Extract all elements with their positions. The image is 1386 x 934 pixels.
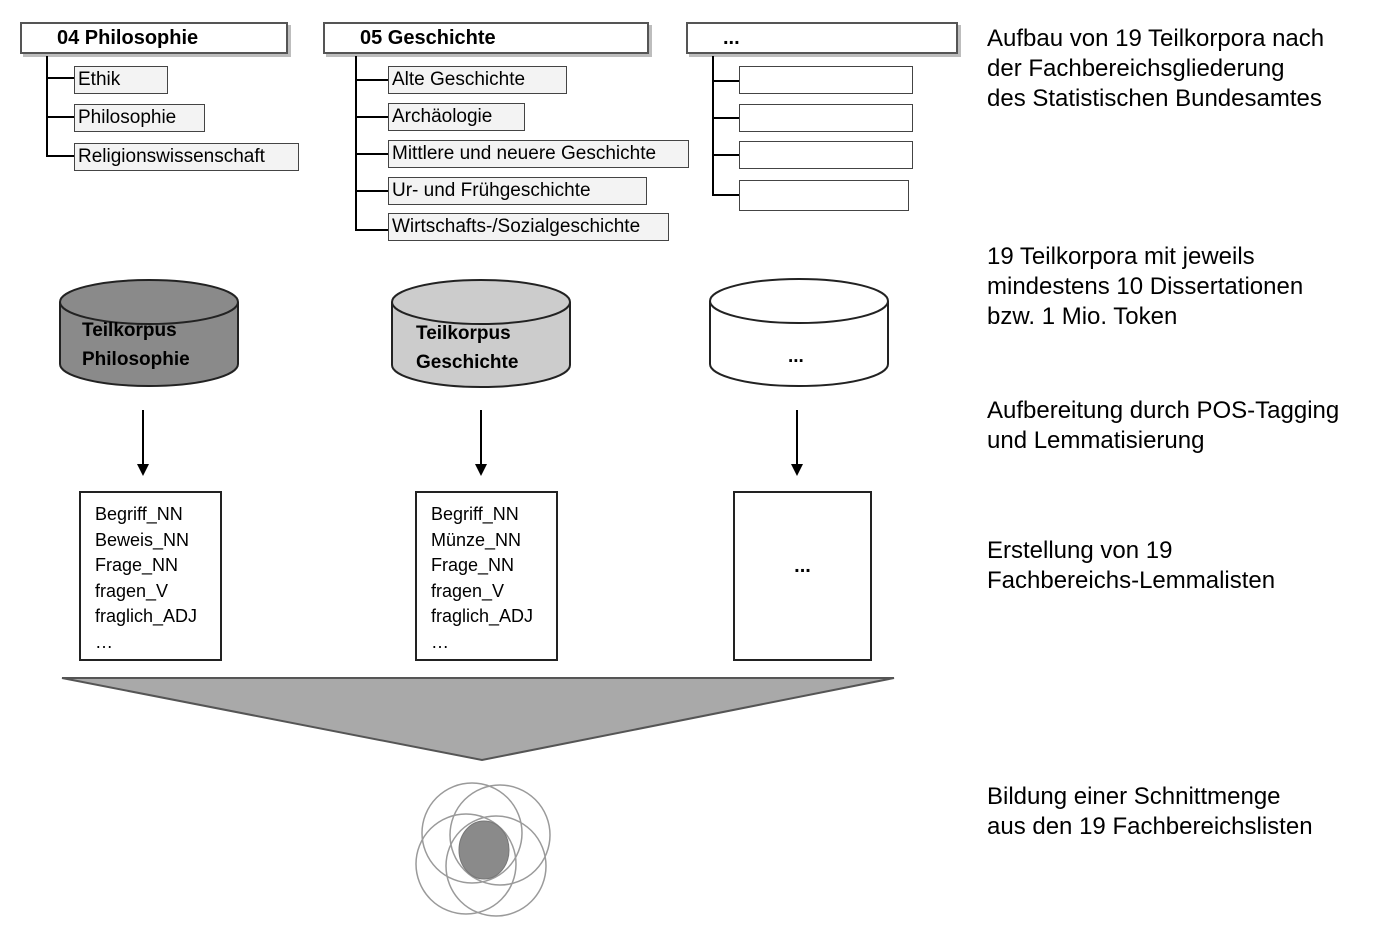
corpus-label: Teilkorpus Philosophie — [82, 320, 190, 370]
tree-branch — [355, 153, 389, 155]
tree-branch — [355, 116, 389, 118]
lemma-entry: Frage_NN — [431, 555, 515, 576]
subcategory-placeholder — [739, 104, 913, 132]
step-description-2: 19 Teilkorpora mit jeweils mindestens 10… — [987, 243, 1304, 330]
lemma-entry: Beweis_NN — [95, 529, 190, 550]
step-description-5: Bildung einer Schnittmenge aus den 19 Fa… — [987, 783, 1313, 840]
subcategory-item: Philosophie — [74, 104, 205, 132]
step-description-3: Aufbereitung durch POS-Tagging und Lemma… — [987, 397, 1340, 454]
venn-circle — [445, 815, 547, 917]
subcategory-placeholder — [739, 66, 913, 94]
lemma-list-more: ... — [733, 491, 872, 661]
lemma-entry: Frage_NN — [95, 555, 179, 576]
lemma-entry: fragen_V — [95, 580, 169, 601]
cylinder-top — [59, 279, 239, 325]
subcategory-item: Ethik — [74, 66, 168, 94]
cylinder-shape — [709, 278, 889, 387]
subcategory-placeholder — [739, 180, 909, 211]
down-arrow-icon — [475, 410, 487, 476]
tree-branch — [712, 154, 740, 156]
category-header-philosophie: 04 Philosophie — [20, 22, 288, 54]
cylinder-body — [709, 301, 889, 387]
corpus-label: ... — [788, 346, 804, 367]
venn-intersection — [458, 820, 510, 880]
tree-branch — [355, 190, 389, 192]
lemma-entry: fragen_V — [431, 580, 505, 601]
lemma-entry: fraglich_ADJ — [431, 606, 534, 627]
category-header-more: ... — [686, 22, 958, 54]
category-title: ... — [723, 27, 740, 49]
lemma-entry: … — [431, 631, 449, 652]
category-header-geschichte: 05 Geschichte — [323, 22, 649, 54]
tree-branch — [46, 155, 75, 157]
lemma-entry: fraglich_ADJ — [95, 606, 198, 627]
cylinder-shape — [59, 279, 239, 387]
subcategory-item: Wirtschafts-/Sozialgeschichte — [388, 213, 669, 241]
step-description-4: Erstellung von 19 Fachbereichs-Lemmalist… — [987, 537, 1276, 594]
tree-branch — [712, 80, 740, 82]
corpus-cylinder-philosophie: Teilkorpus Philosophie — [58, 278, 240, 390]
tree-branch — [46, 116, 75, 118]
lemma-placeholder: ... — [794, 555, 811, 577]
tree-trunk — [355, 56, 357, 231]
venn-circle — [415, 813, 517, 915]
lemma-entry: Begriff_NN — [95, 504, 183, 524]
step-description-1: Aufbau von 19 Teilkorpora nach der Fachb… — [987, 25, 1325, 112]
corpus-cylinder-more: ... — [708, 276, 890, 390]
subcategory-item: Ur- und Frühgeschichte — [388, 177, 647, 205]
subcategory-item: Religionswissenschaft — [74, 143, 299, 171]
subcategory-item: Alte Geschichte — [388, 66, 567, 94]
corpus-cylinder-geschichte: Teilkorpus Geschichte — [390, 277, 572, 391]
lemma-entry: Münze_NN — [431, 529, 522, 550]
funnel-triangle — [61, 677, 895, 762]
subcategory-item: Mittlere und neuere Geschichte — [388, 140, 689, 168]
down-arrow-icon — [791, 410, 803, 476]
lemma-entry: Begriff_NN — [431, 504, 519, 524]
cylinder-top — [709, 278, 889, 324]
funnel-shape — [61, 677, 895, 762]
venn-circle — [449, 784, 551, 886]
tree-branch — [46, 77, 75, 79]
cylinder-body — [391, 302, 571, 388]
category-title: 05 Geschichte — [360, 27, 496, 49]
cylinder-body — [59, 302, 239, 387]
cylinder-top — [391, 279, 571, 325]
down-arrow-icon — [137, 410, 149, 476]
subcategory-item: Archäologie — [388, 103, 525, 131]
tree-trunk — [46, 56, 48, 157]
tree-branch — [712, 117, 740, 119]
tree-branch — [355, 229, 389, 231]
subcategory-placeholder — [739, 141, 913, 169]
lemma-entry: … — [95, 631, 113, 652]
cylinder-shape — [391, 279, 571, 388]
tree-branch — [712, 194, 740, 196]
lemma-list-philosophie: Begriff_NN Beweis_NN Frage_NN fragen_V f… — [79, 491, 222, 661]
venn-circle — [421, 782, 523, 884]
corpus-label: Teilkorpus Geschichte — [416, 323, 519, 373]
intersection-venn-icon — [415, 782, 551, 917]
tree-branch — [355, 79, 389, 81]
category-title: 04 Philosophie — [57, 27, 199, 49]
tree-trunk — [712, 56, 714, 196]
lemma-list-geschichte: Begriff_NN Münze_NN Frage_NN fragen_V fr… — [415, 491, 558, 661]
